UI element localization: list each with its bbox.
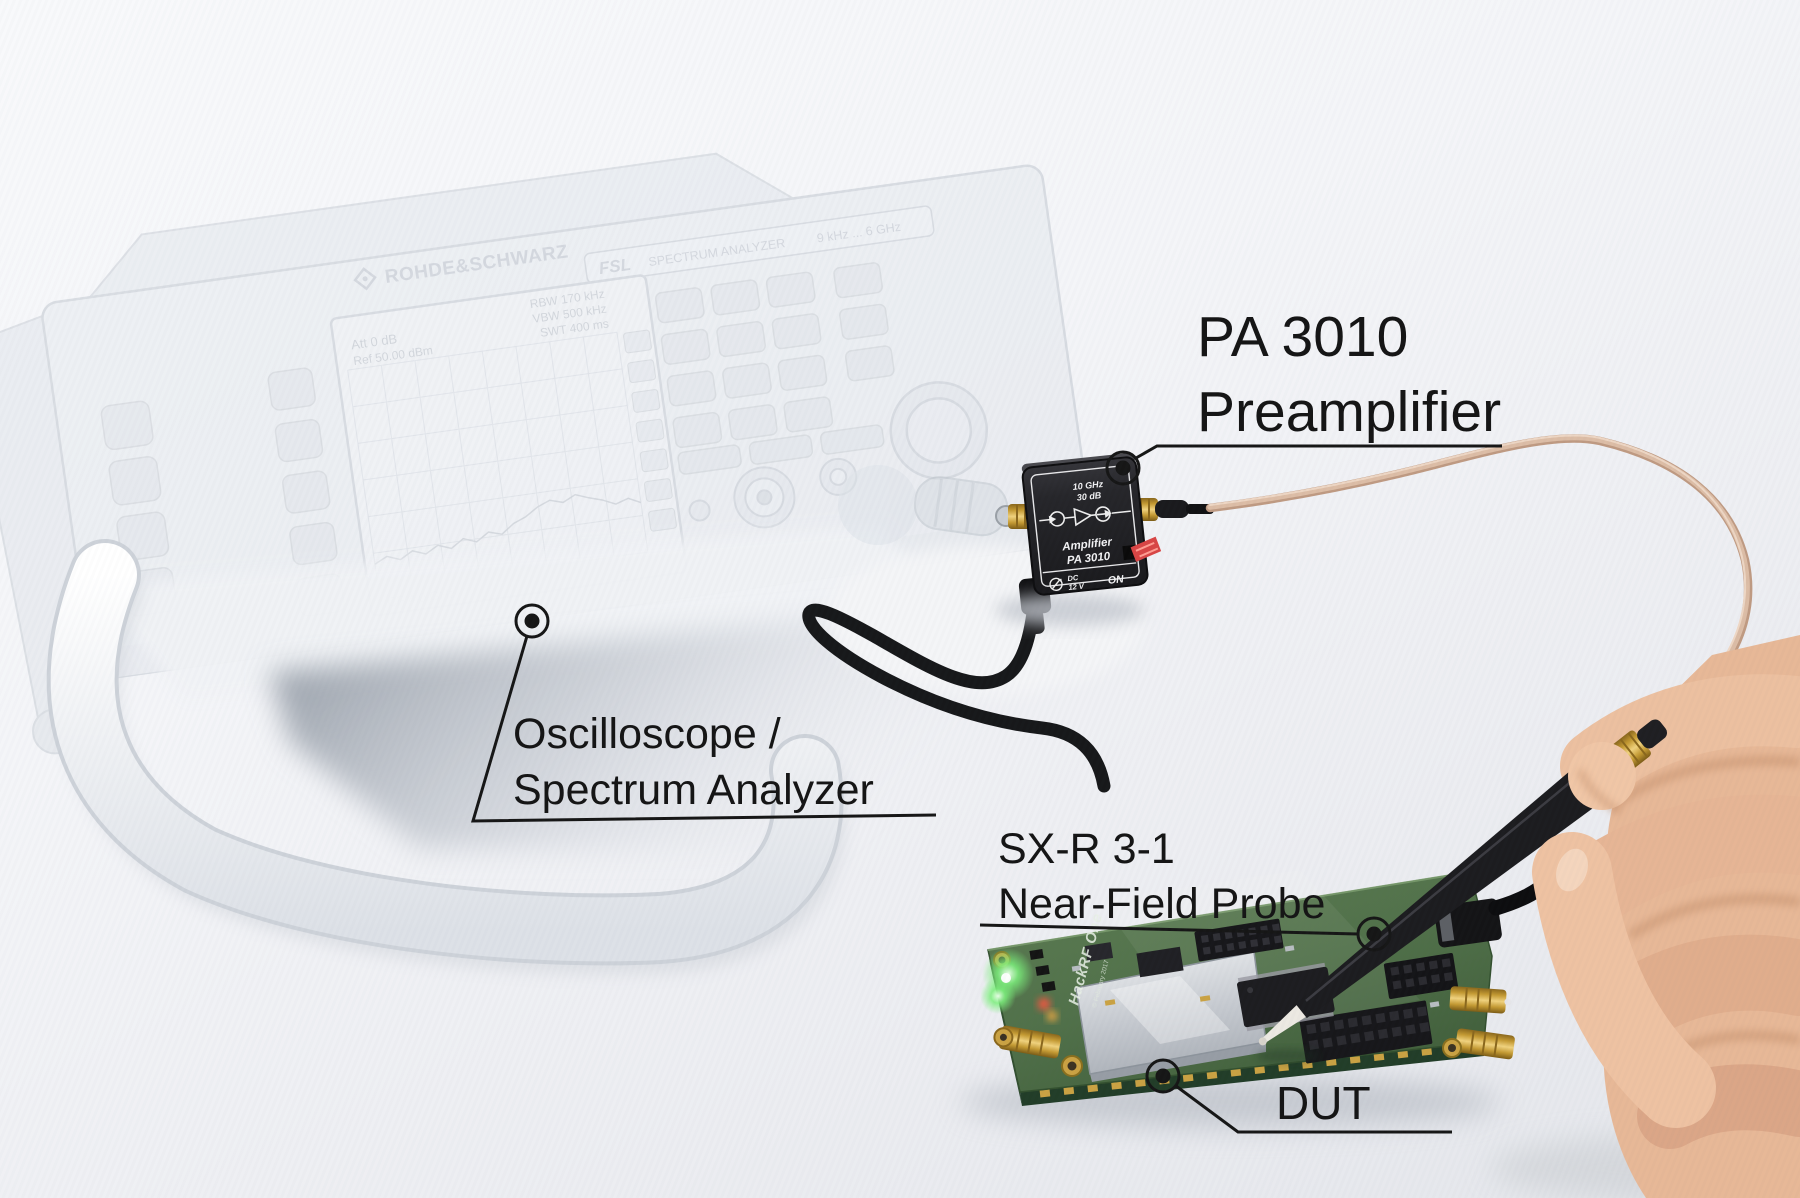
preamp-dc-text: DC [1067, 573, 1079, 583]
board-sma-connector [993, 1025, 1061, 1059]
preamp-voltage-text: 12 V [1068, 581, 1085, 592]
board-sma-connector [1449, 986, 1512, 1014]
callout-probe-line [979, 923, 1359, 936]
callout-preamp-line [1135, 444, 1502, 460]
label-probe-line1: SX-R 3-1 [998, 825, 1175, 873]
analyzer-model-text: FSL [598, 255, 632, 278]
thumb-nail [1556, 848, 1588, 892]
board-sma-connector [1455, 1028, 1515, 1060]
callout-analyzer-line [470, 635, 937, 823]
green-led-glow [980, 978, 1016, 1014]
index-fingertip [1568, 742, 1636, 810]
middle-finger [1551, 794, 1800, 929]
callout-preamp-marker [1105, 450, 1141, 486]
hand-front [1532, 742, 1716, 1128]
analyzer-knob [889, 381, 989, 480]
analyzer-input-adapter [838, 465, 1009, 545]
ic-chip [1084, 942, 1114, 962]
label-probe-line2: Near-Field Probe [998, 880, 1326, 928]
label-dut: DUT [1276, 1080, 1371, 1126]
ic-chip [1136, 946, 1184, 978]
label-analyzer-line2: Spectrum Analyzer [513, 766, 874, 814]
label-analyzer: Oscilloscope / Spectrum Analyzer [513, 706, 874, 818]
preamp-frequency-text: 10 GHz [1072, 479, 1104, 492]
power-switch [1122, 536, 1162, 562]
probe-shaft [1295, 767, 1602, 1019]
label-analyzer-line1: Oscilloscope / [513, 710, 781, 758]
amplifier-symbol-icon [1039, 506, 1131, 527]
preamp-model-text: PA 3010 [1066, 551, 1111, 568]
screen-att-text: Att 0 dB [350, 331, 398, 352]
status-leds [980, 948, 1057, 1021]
red-led [1038, 998, 1050, 1010]
analyzer-keypad [654, 262, 895, 475]
pin-header [1299, 1000, 1433, 1064]
preamp-gain-text: 30 dB [1076, 490, 1102, 503]
callout-dut-marker [1145, 1058, 1181, 1094]
callouts [470, 444, 1502, 1134]
callout-analyzer-marker [514, 603, 550, 639]
preamp-name-text: Amplifier [1061, 536, 1113, 553]
probe-tip-shadow [1256, 1049, 1320, 1063]
screen-noise-trace [374, 493, 642, 565]
callout-dut-line [1175, 1084, 1452, 1134]
preamp-on-text: ON [1107, 573, 1124, 587]
probe-ceramic-tip [1260, 1001, 1311, 1044]
preamplifier-device: 10 GHz 30 dB Amplifier PA 3010 DC 12 V O… [1021, 452, 1162, 596]
stand-handle-tube [50, 543, 840, 962]
thumb [1532, 832, 1716, 1128]
analyzer-base-band [95, 525, 960, 700]
coax-cable [1205, 434, 1753, 733]
label-preamplifier: PA 3010 Preamplifier [1197, 300, 1501, 450]
label-preamplifier-line2: Preamplifier [1197, 380, 1502, 444]
pin-header [1383, 953, 1459, 999]
preamp-shadow [995, 594, 1145, 626]
label-probe: SX-R 3-1 Near-Field Probe [998, 822, 1325, 932]
label-preamplifier-line1: PA 3010 [1197, 305, 1409, 369]
label-dut-line1: DUT [1276, 1077, 1371, 1129]
rf-shield-can [1075, 951, 1267, 1082]
dc-power-icon [1049, 577, 1063, 592]
callout-probe-marker [1356, 916, 1392, 952]
probe-heatshrink [1637, 719, 1668, 749]
amber-led [1047, 1011, 1057, 1021]
